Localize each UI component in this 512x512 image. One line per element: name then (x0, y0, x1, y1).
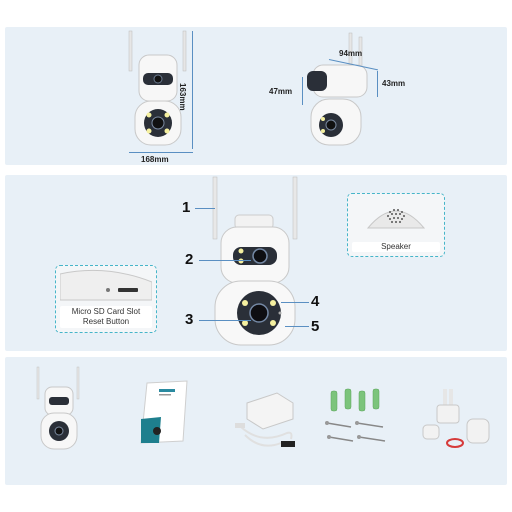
sd-slot-icon (60, 269, 152, 301)
width-dimension-line (129, 152, 193, 153)
camera-front-icon (128, 30, 187, 146)
callout-5: 5 (311, 318, 320, 335)
sd-slot-inset: Micro SD Card Slot Reset Button (55, 265, 157, 333)
side-left-dimension-line (302, 77, 303, 105)
callout-3-leader (199, 320, 251, 321)
callout-4-leader (281, 302, 309, 303)
depth-label: 94mm (339, 49, 363, 58)
sd-slot-label: Micro SD Card Slot Reset Button (60, 306, 152, 328)
waterproof-parts-icon (422, 389, 490, 448)
callout-1: 1 (182, 199, 191, 216)
speaker-grille-icon (366, 209, 426, 229)
speaker-inset: Speaker (347, 193, 445, 257)
callout-5-leader (285, 326, 309, 327)
sd-slot-label-line2: Reset Button (82, 317, 130, 326)
width-label: 168mm (141, 155, 169, 164)
speaker-label: Speaker (352, 242, 440, 252)
power-adapter-icon (235, 392, 295, 447)
package-contents-panel (5, 357, 507, 485)
camera-side-icon (307, 32, 368, 146)
callout-1-leader (195, 208, 215, 209)
callout-2-leader (199, 260, 251, 261)
sd-slot-label-line1: Micro SD Card Slot (71, 307, 141, 316)
callout-3: 3 (185, 311, 194, 328)
manual-icon (140, 380, 188, 444)
features-panel: 1 2 3 4 5 Speaker Micro SD Card Slot Res… (5, 175, 507, 351)
callout-4: 4 (311, 293, 320, 310)
height-dimension-line (192, 31, 193, 149)
dimensions-panel: 163mm 168mm 94mm 47mm 43mm (5, 27, 507, 165)
callout-2: 2 (185, 251, 194, 268)
side-right-label: 43mm (382, 79, 406, 88)
height-label: 163mm (178, 83, 187, 111)
package-camera-icon (36, 366, 80, 450)
screws-anchors-icon (325, 388, 386, 442)
side-left-label: 47mm (269, 87, 293, 96)
side-right-dimension-line (377, 71, 378, 97)
